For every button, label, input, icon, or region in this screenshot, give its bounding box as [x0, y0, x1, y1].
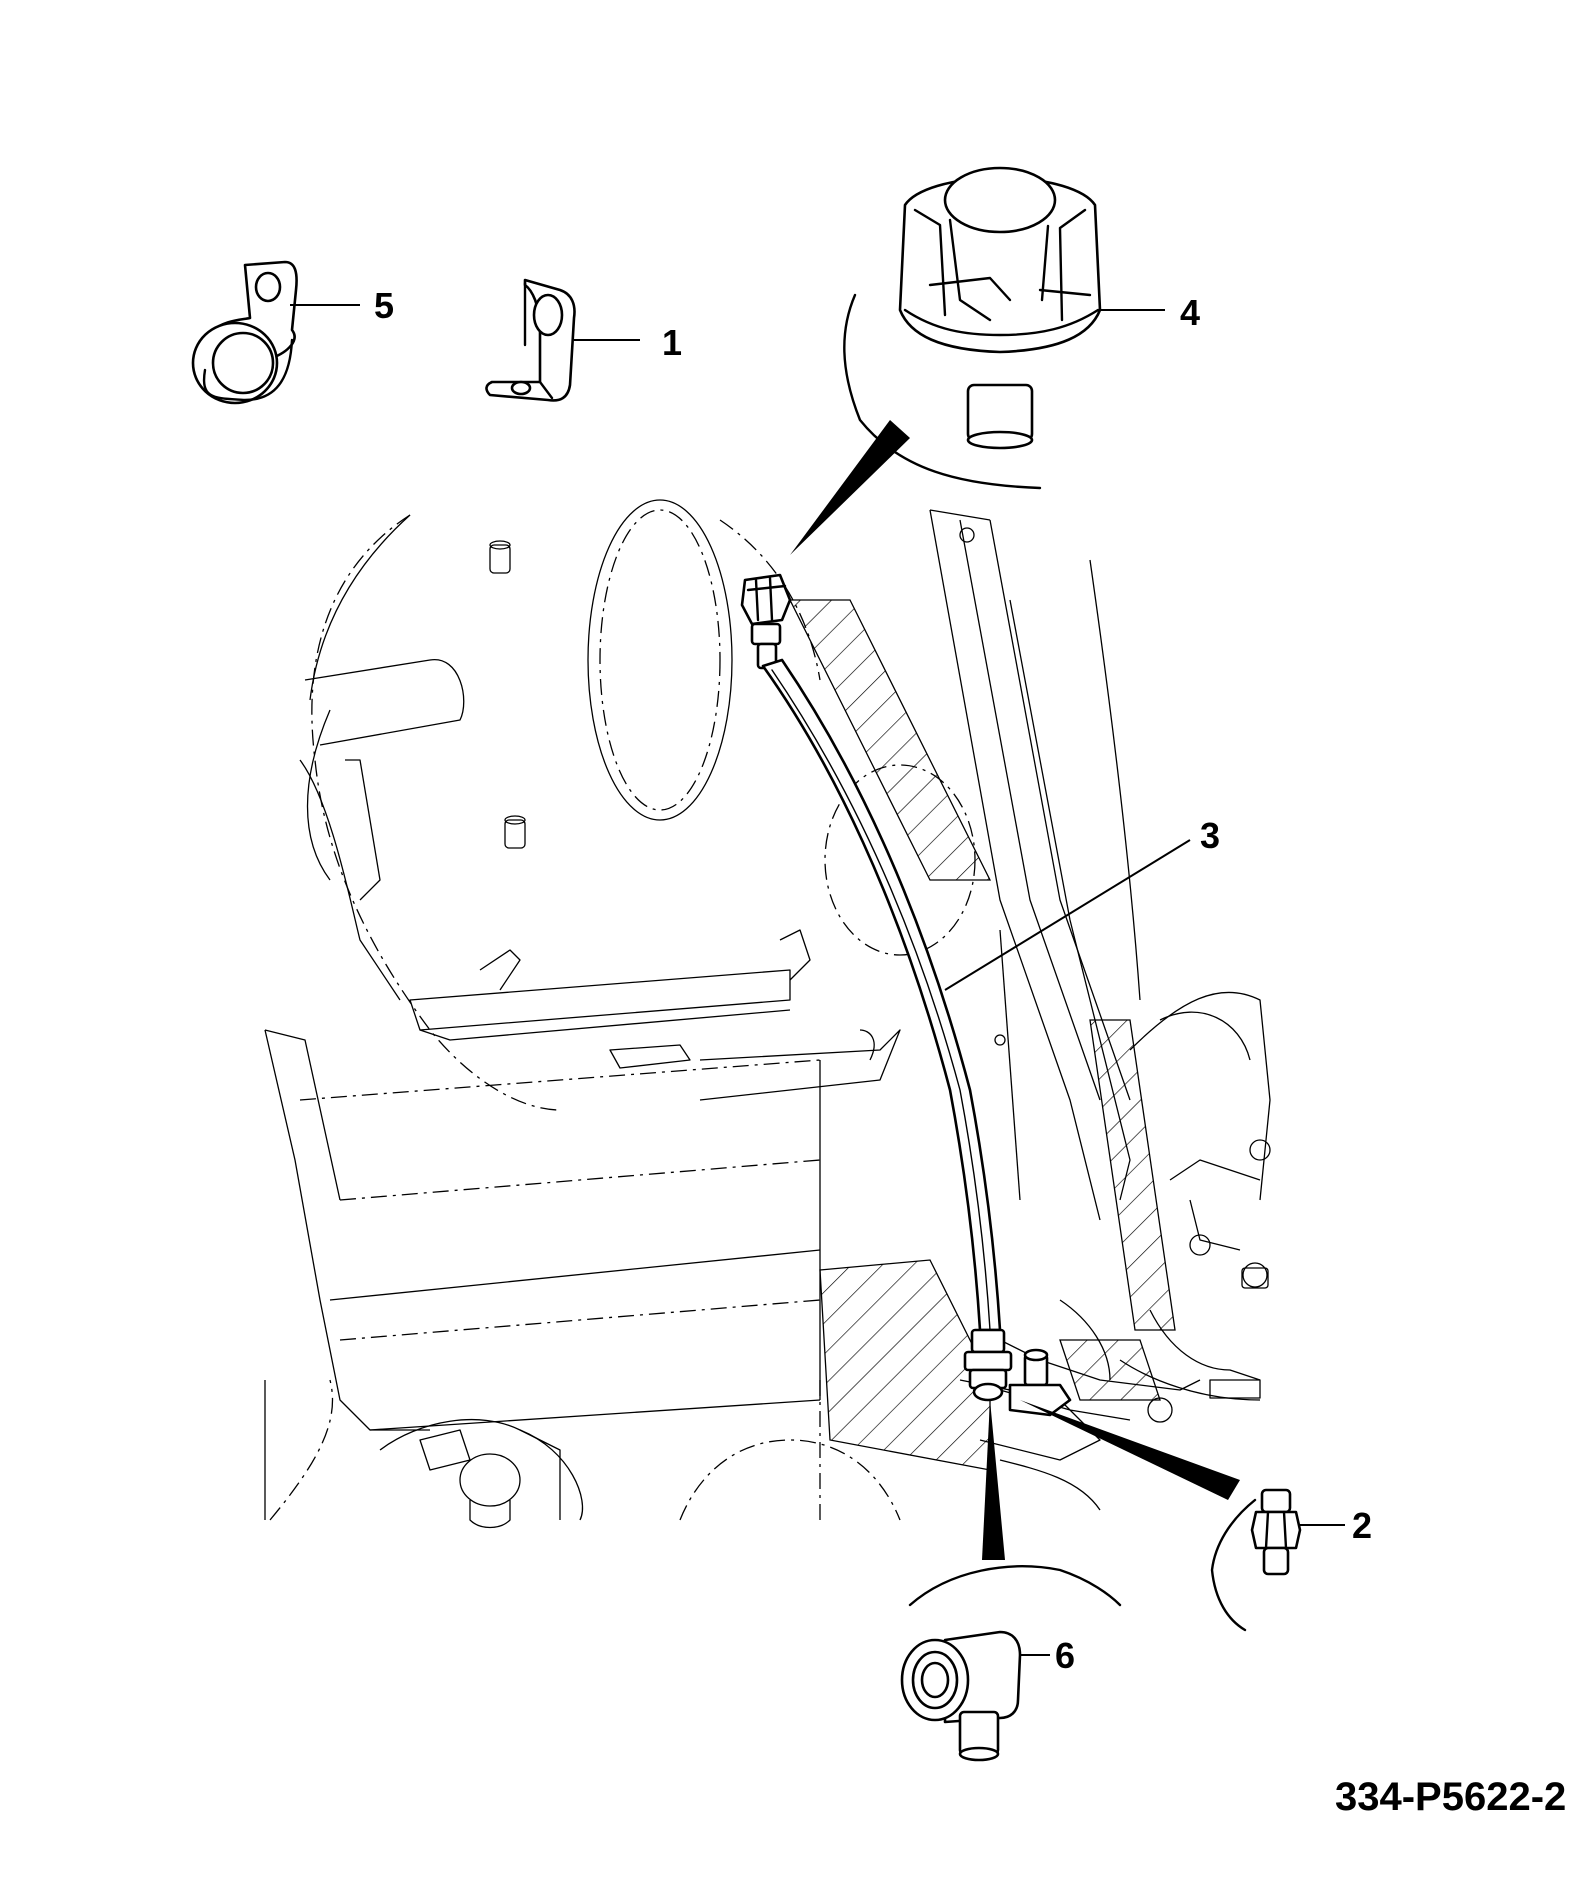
detail-pointer-6 — [982, 1400, 1005, 1560]
detail-pointer-4 — [790, 420, 910, 555]
machine-frame-background — [264, 499, 1271, 1529]
adapter-part — [1210, 1488, 1302, 1632]
hose-assembly — [740, 573, 1072, 1417]
p-clip-part — [191, 260, 298, 405]
callout-2: 2 — [1352, 1505, 1372, 1546]
callout-3: 3 — [1200, 815, 1220, 856]
drawing-number: 334-P5622-2 — [1335, 1775, 1566, 1819]
detail-pointer-2 — [1020, 1400, 1240, 1500]
hatched-section — [788, 599, 1176, 1471]
breather-cap-part — [843, 166, 1102, 490]
leader-3 — [944, 839, 1191, 991]
bracket-part — [485, 278, 576, 402]
callout-5: 5 — [374, 285, 394, 326]
elbow-part — [900, 1565, 1122, 1762]
callout-1: 1 — [662, 322, 682, 363]
callout-4: 4 — [1180, 292, 1200, 333]
callout-6: 6 — [1055, 1635, 1075, 1676]
